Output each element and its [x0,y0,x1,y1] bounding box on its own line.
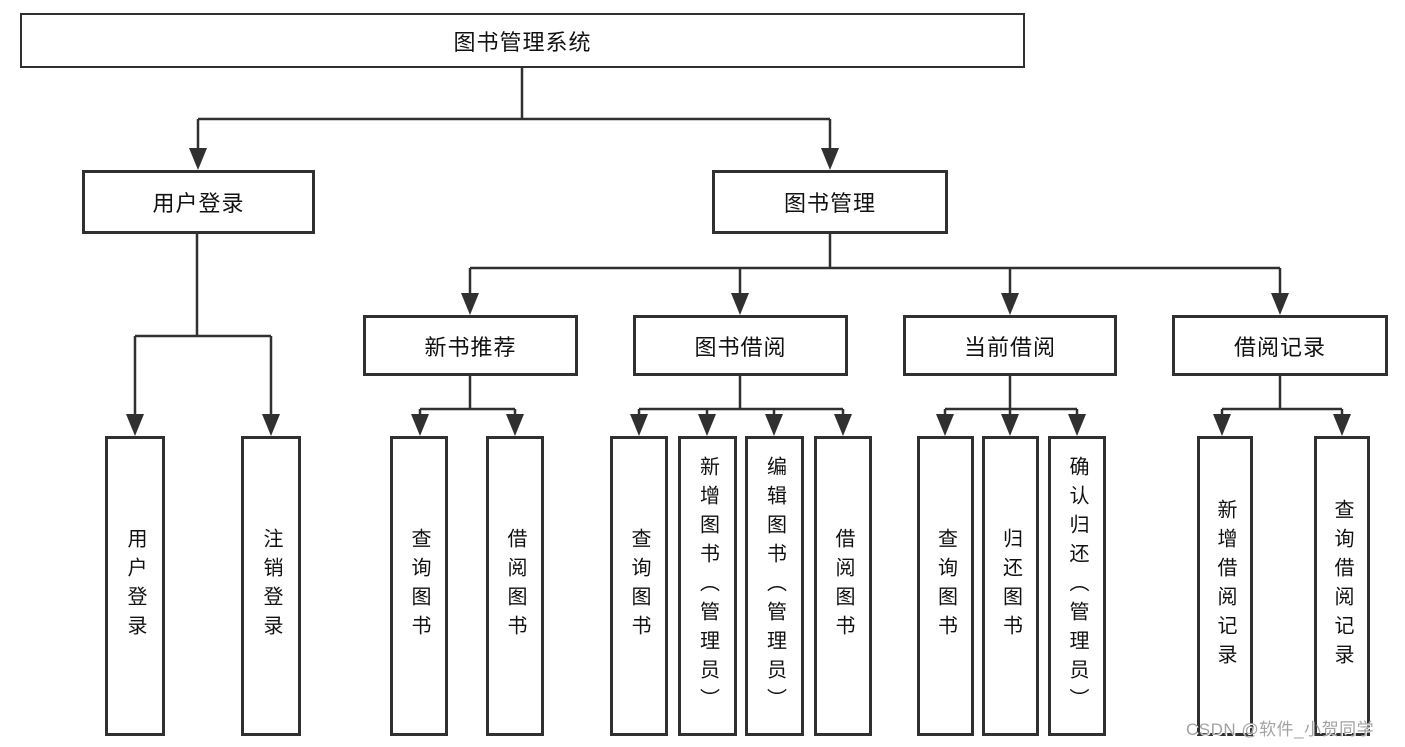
node-label: 当前借阅 [963,334,1056,360]
node-label: 用户登录 [124,528,146,644]
node-current-borrowing: 当前借阅 [903,315,1117,376]
node-label: 新增借阅记录 [1214,499,1236,673]
leaf-query-borrow-record: 查询借阅记录 [1314,436,1370,736]
leaf-add-books-admin: 新增图书（管理员） [678,436,737,736]
node-label: 查询借阅记录 [1331,499,1353,673]
leaf-query-books-recommend: 查询图书 [390,436,448,736]
node-borrowing-records: 借阅记录 [1172,315,1388,376]
arrowheads [126,148,1351,436]
node-label: 新书推荐 [424,334,517,360]
node-label: 归还图书 [999,528,1022,644]
leaf-query-books-borrowing: 查询图书 [610,436,668,736]
node-new-book-recommendation: 新书推荐 [363,315,578,376]
node-label: 借阅图书 [832,528,854,644]
node-label: 图书管理 [783,191,876,216]
node-label: 图书借阅 [694,334,787,360]
node-label: 借阅图书 [504,528,526,644]
node-library-management-system: 图书管理系统 [20,13,1025,68]
node-book-borrowing: 图书借阅 [633,315,848,376]
leaf-borrow-books-recommend: 借阅图书 [486,436,544,736]
leaf-confirm-return-admin: 确认归还（管理员） [1048,436,1106,736]
node-label: 查询图书 [934,528,957,644]
leaf-user-login: 用户登录 [105,436,165,736]
leaf-add-borrow-record: 新增借阅记录 [1197,436,1253,736]
leaf-return-books: 归还图书 [982,436,1039,736]
node-label: 注销登录 [260,528,282,644]
node-label: 借阅记录 [1233,334,1326,360]
node-label: 编辑图书（管理员） [763,455,786,717]
node-label: 用户登录 [152,191,245,216]
node-book-management: 图书管理 [712,170,948,234]
leaf-logout: 注销登录 [241,436,301,736]
node-label: 新增图书（管理员） [696,455,719,717]
node-label: 图书管理系统 [453,29,592,55]
csdn-watermark: CSDN @软件_小贺同学 [1186,720,1375,739]
node-user-login-group: 用户登录 [82,170,315,234]
node-label: 查询图书 [628,528,650,644]
node-label: 确认归还（管理员） [1066,455,1088,717]
leaf-edit-books-admin: 编辑图书（管理员） [745,436,804,736]
leaf-borrow-books: 借阅图书 [814,436,872,736]
leaf-query-books-current: 查询图书 [917,436,974,736]
node-label: 查询图书 [408,528,430,644]
